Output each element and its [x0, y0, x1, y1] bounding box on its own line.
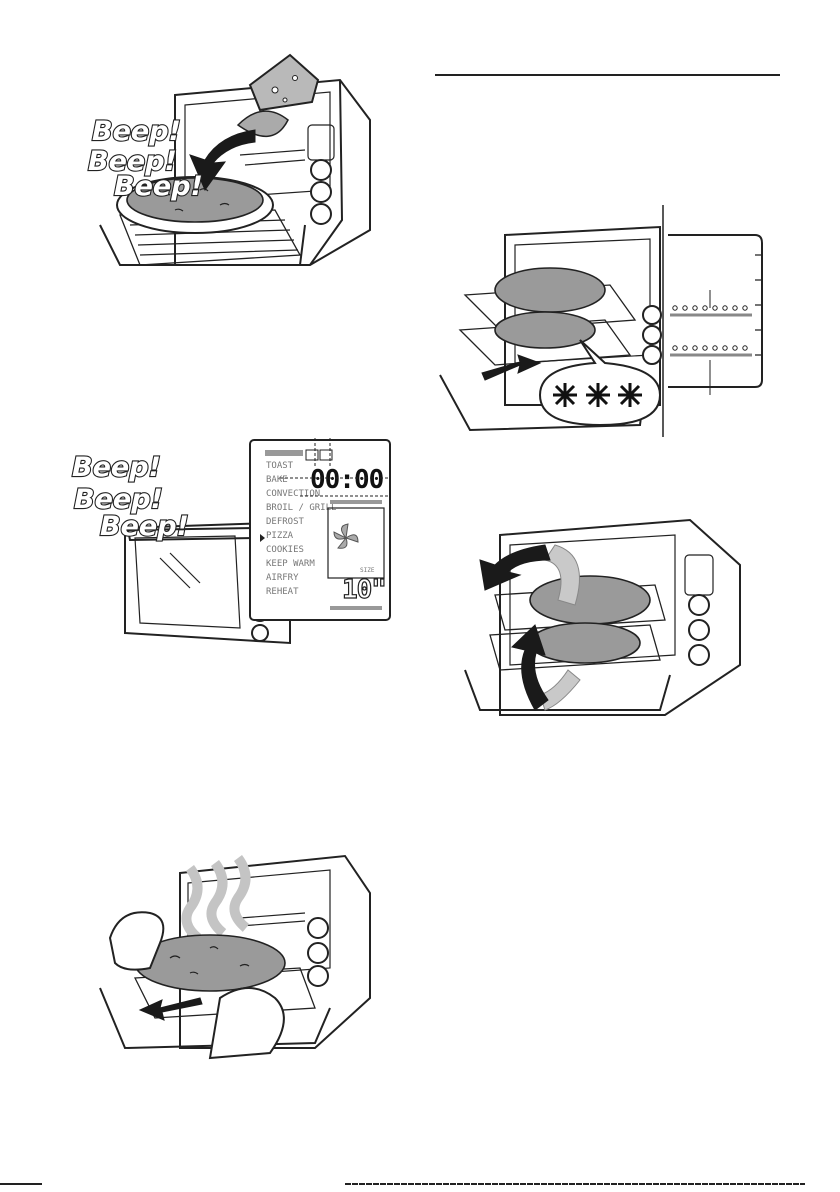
oven-mitt-icon	[210, 988, 284, 1058]
menu-item: PIZZA	[266, 531, 294, 541]
pizza-lower	[530, 623, 640, 663]
footer-rule-right	[345, 1183, 805, 1185]
snowflake-icon	[618, 383, 642, 407]
menu-item: DEFROST	[266, 517, 305, 527]
pizza-upper	[530, 576, 650, 624]
figure-add-toppings: Beep! Beep! Beep!	[80, 50, 380, 275]
svg-text:Beep!: Beep!	[100, 511, 189, 542]
section-rule	[435, 74, 780, 76]
menu-item: REHEAT	[266, 587, 299, 597]
pizza-upper	[495, 268, 605, 312]
menu-item: COOKIES	[266, 545, 304, 555]
menu-item: TOAST	[266, 461, 294, 471]
figure-display-beep: TOAST BAKE CONVECTION BROIL / GRILL DEFR…	[70, 438, 395, 648]
figure-frozen-pizzas	[430, 205, 775, 440]
menu-item: BAKE	[266, 475, 288, 485]
beep-text: Beep! Beep! Beep!	[72, 452, 189, 542]
size-value: 10"	[342, 575, 386, 605]
svg-text:Beep!: Beep!	[114, 171, 203, 202]
pizza-lower	[495, 312, 595, 348]
figure-remove-pizza	[90, 848, 380, 1063]
cheese-wedge-icon	[250, 55, 318, 110]
footer-rule-left	[0, 1183, 42, 1185]
svg-text:Beep!: Beep!	[92, 116, 181, 147]
snowflake-icon	[553, 383, 577, 407]
menu-item: KEEP WARM	[266, 559, 315, 569]
menu-item: AIRFRY	[266, 573, 299, 583]
svg-text:Beep!: Beep!	[72, 452, 161, 483]
control-display-panel: TOAST BAKE CONVECTION BROIL / GRILL DEFR…	[250, 438, 390, 620]
figure-rotate-pizzas	[440, 505, 750, 720]
snowflake-icon	[586, 383, 610, 407]
rack-position-diagram	[668, 235, 762, 395]
time-display: 00:00	[310, 465, 384, 495]
size-label: SIZE	[360, 567, 375, 574]
menu-item: BROIL / GRILL	[266, 503, 336, 513]
